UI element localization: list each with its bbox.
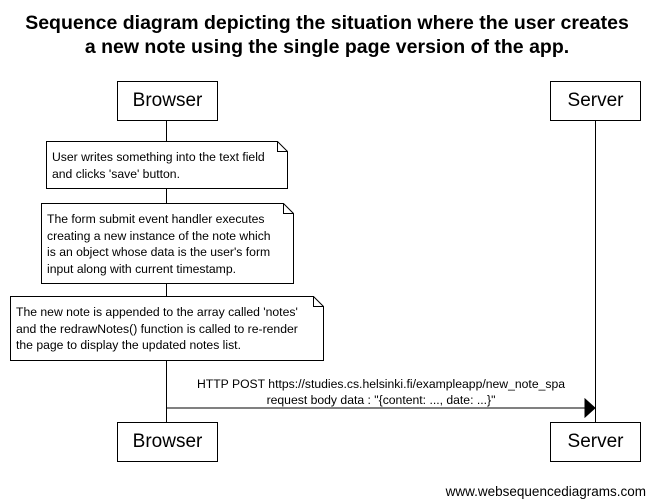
note-redraw: The new note is appended to the array ca…: [10, 296, 324, 361]
note-user-input: User writes something into the text fiel…: [46, 141, 288, 189]
browser-participant-top: Browser: [117, 81, 218, 121]
server-participant-top: Server: [550, 81, 641, 121]
browser-label-bottom: Browser: [132, 431, 203, 452]
diagram-title: Sequence diagram depicting the situation…: [0, 11, 654, 59]
title-line-2: a new note using the single page version…: [84, 36, 570, 58]
message-line-1: HTTP POST https://studies.cs.helsinki.fi…: [196, 377, 566, 391]
server-label-bottom: Server: [567, 431, 624, 452]
server-label-top: Server: [567, 90, 624, 111]
arrowhead-icon: [584, 398, 596, 418]
http-post-arrow: [166, 398, 596, 418]
note-form-handler: The form submit event handler executes c…: [41, 203, 294, 284]
http-post-message: HTTP POST https://studies.cs.helsinki.fi…: [166, 376, 596, 408]
note-2-line-2: creating a new instance of the note whic…: [47, 228, 271, 243]
note-3-line-2: and the redrawNotes() function is called…: [16, 321, 298, 336]
note-1-line-1: User writes something into the text fiel…: [52, 150, 265, 164]
note-1-line-2: and clicks 'save' button.: [52, 166, 180, 181]
message-line-2: request body data : "{content: ..., date…: [266, 393, 496, 407]
note-shape: [41, 203, 294, 284]
note-2-line-4: input along with current timestamp.: [47, 261, 236, 276]
watermark: www.websequencediagrams.com: [445, 484, 646, 499]
server-participant-bottom: Server: [550, 422, 641, 462]
browser-label-top: Browser: [132, 90, 203, 111]
note-shape: [10, 296, 324, 361]
note-3-line-3: the page to display the updated notes li…: [16, 338, 241, 352]
note-2-line-3: is an object whose data is the user's fo…: [47, 245, 271, 259]
note-2-line-1: The form submit event handler executes: [47, 212, 265, 226]
browser-participant-bottom: Browser: [117, 422, 218, 462]
note-3-line-1: The new note is appended to the array ca…: [16, 305, 298, 319]
server-lifeline: [595, 121, 596, 422]
note-shape: [46, 141, 288, 189]
title-line-1: Sequence diagram depicting the situation…: [25, 12, 629, 34]
